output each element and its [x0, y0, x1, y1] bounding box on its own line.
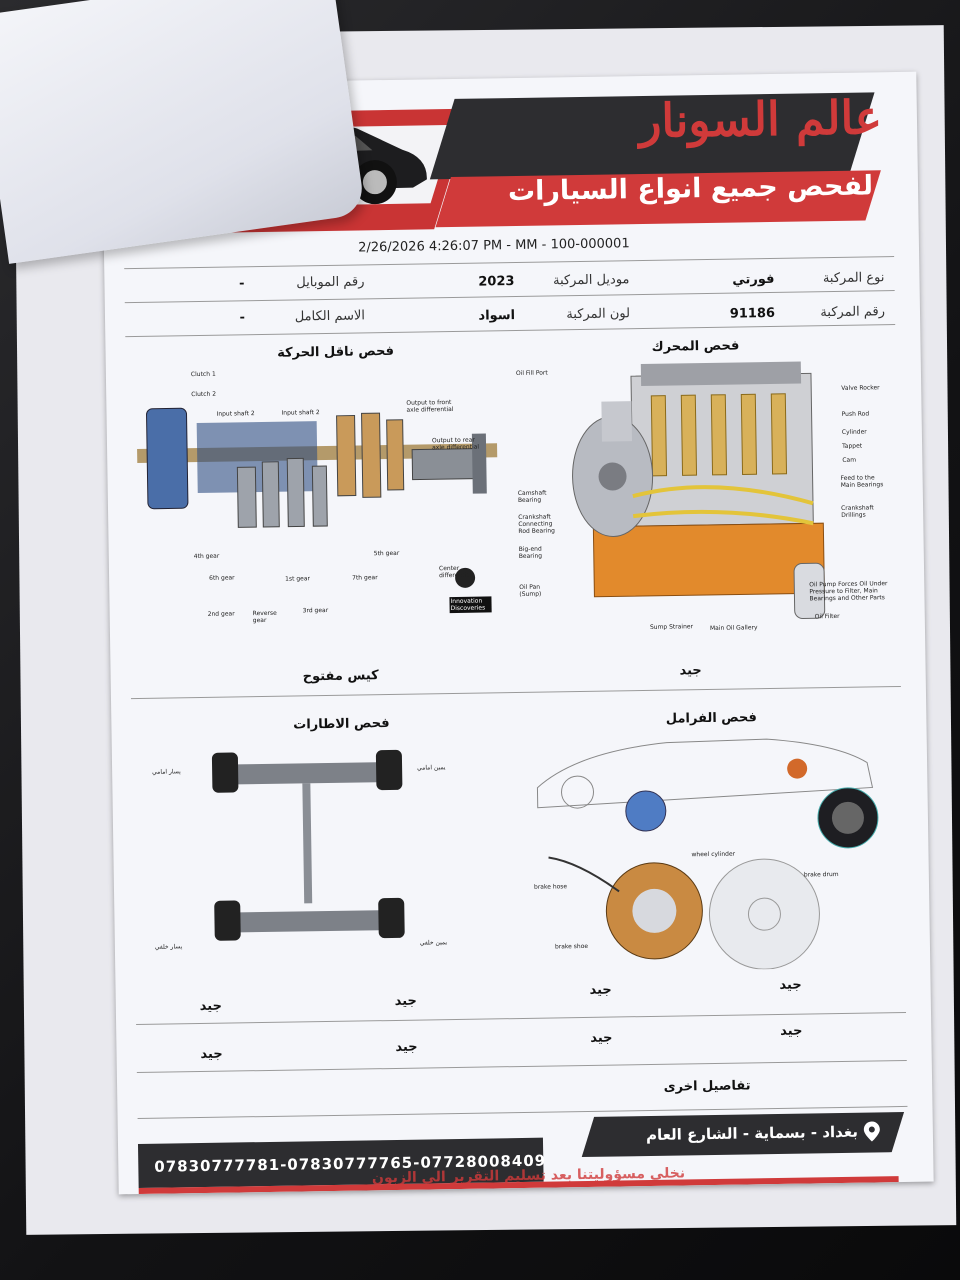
- mobile-label: رقم الموبايل: [296, 274, 365, 291]
- brakes-label: brake drum: [803, 870, 839, 879]
- transmission-label: Input shaft 2: [216, 410, 255, 418]
- tires-diagram: [211, 749, 405, 941]
- transmission-label: 4th gear: [193, 552, 220, 561]
- engine-label: Cam: [842, 456, 857, 464]
- brakes-result: جيد: [590, 1030, 613, 1046]
- footer-address: بغداد - بسماية - الشارع العام: [645, 1122, 859, 1145]
- front-left-tire-label: يسار امامي: [152, 768, 181, 776]
- transmission-result: كيس مفتوح: [302, 668, 379, 685]
- divider: [130, 685, 901, 700]
- front-right-tire-label: يمين امامي: [417, 764, 446, 772]
- engine-label: Camshaft Bearing: [517, 489, 547, 504]
- transmission-label: Output to rear axle differential: [431, 436, 480, 452]
- vehicle-model-value: 2023: [478, 274, 515, 290]
- transmission-label: 1st gear: [285, 575, 311, 583]
- engine-diagram: [572, 361, 826, 620]
- brand-subtitle: لفحص جميع انواع السيارات: [507, 170, 874, 208]
- transmission-label: 5th gear: [373, 549, 400, 558]
- engine-label: Push Rod: [841, 410, 870, 418]
- divider: [125, 324, 896, 338]
- engine-label: Oil Pan (Sump): [519, 583, 542, 598]
- engine-label: Cylinder: [841, 428, 867, 436]
- tires-result: جيد: [394, 993, 417, 1009]
- engine-label: Crankshaft Connecting Rod Bearing: [518, 513, 555, 535]
- fullname-value: -: [239, 310, 246, 326]
- transmission-label: Output to front axle differential: [406, 399, 454, 414]
- brakes-label: brake shoe: [554, 942, 589, 951]
- transmission-label: 7th gear: [352, 574, 378, 582]
- engine-label: Big-end Bearing: [518, 545, 543, 560]
- vehicle-color-label: لون المركبة: [566, 306, 631, 323]
- brakes-section-title: فحص الفرامل: [665, 710, 757, 727]
- engine-label: Valve Rocker: [841, 384, 880, 392]
- brakes-result: جيد: [779, 977, 802, 993]
- innovation-logo: Innovation Discoveries: [449, 596, 492, 614]
- engine-label: Feed to the Main Bearings: [840, 474, 884, 489]
- transmission-label: 6th gear: [209, 574, 235, 582]
- transmission-section-title: فحص ناقل الحركة: [277, 343, 395, 361]
- tires-result: جيد: [199, 998, 223, 1015]
- transmission-label: Clutch 2: [191, 390, 217, 399]
- engine-label: Oil Filter: [814, 612, 840, 621]
- vehicle-color-value: اسواد: [478, 308, 516, 324]
- engine-label: Oil Pump Forces Oil Under Pressure to Fi…: [809, 580, 888, 603]
- brakes-result: جيد: [589, 982, 612, 998]
- rear-right-tire-label: يمين خلفي: [419, 939, 448, 947]
- transmission-label: 3rd gear: [302, 606, 329, 615]
- transmission-label: 2nd gear: [207, 610, 235, 618]
- brakes-label: wheel cylinder: [691, 850, 736, 859]
- brakes-result: جيد: [780, 1023, 803, 1039]
- engine-label: Tappet: [842, 442, 863, 450]
- tires-section-title: فحص الاطارات: [293, 716, 390, 733]
- divider: [124, 290, 895, 304]
- brakes-diagram: [536, 738, 879, 970]
- tires-result: جيد: [200, 1046, 223, 1063]
- mobile-value: -: [238, 276, 245, 292]
- transmission-label: Input shaft 2: [281, 409, 320, 417]
- plate-number-label: رقم المركبة: [820, 304, 886, 321]
- vehicle-type-value: فورتي: [732, 271, 775, 288]
- brand-title: عالم السونار: [638, 90, 883, 149]
- transmission-diagram: [137, 407, 498, 588]
- rear-left-tire-label: يسار خلفي: [154, 943, 183, 951]
- fullname-label: الاسم الكامل: [294, 308, 366, 325]
- engine-label: Main Oil Gallery: [709, 624, 758, 632]
- engine-label: Crankshaft Drillings: [841, 504, 874, 519]
- location-pin-icon: [863, 1121, 880, 1142]
- divider: [136, 1059, 907, 1074]
- plate-number-value: 91186: [729, 305, 776, 322]
- vehicle-type-label: نوع المركبة: [822, 270, 885, 287]
- other-details-title: تفاصيل اخرى: [663, 1078, 751, 1095]
- engine-section-title: فحص المحرك: [651, 338, 740, 355]
- engine-label: Oil Fill Port: [515, 369, 548, 377]
- brakes-label: brake hose: [533, 883, 568, 891]
- report-timestamp: 2/26/2026 4:26:07 PM - MM - 100-000001: [358, 236, 630, 256]
- vehicle-model-label: موديل المركبة: [552, 272, 630, 289]
- transmission-label: Clutch 1: [190, 370, 216, 379]
- engine-result: جيد: [679, 663, 702, 679]
- tires-result: جيد: [395, 1039, 418, 1055]
- inspection-report: عالم السونار لفحص جميع انواع السيارات 2/…: [101, 71, 934, 1195]
- transmission-label: Center differential: [438, 564, 472, 580]
- engine-label: Sump Strainer: [649, 623, 694, 631]
- divider: [124, 256, 895, 270]
- transmission-label: Reverse gear: [252, 609, 277, 625]
